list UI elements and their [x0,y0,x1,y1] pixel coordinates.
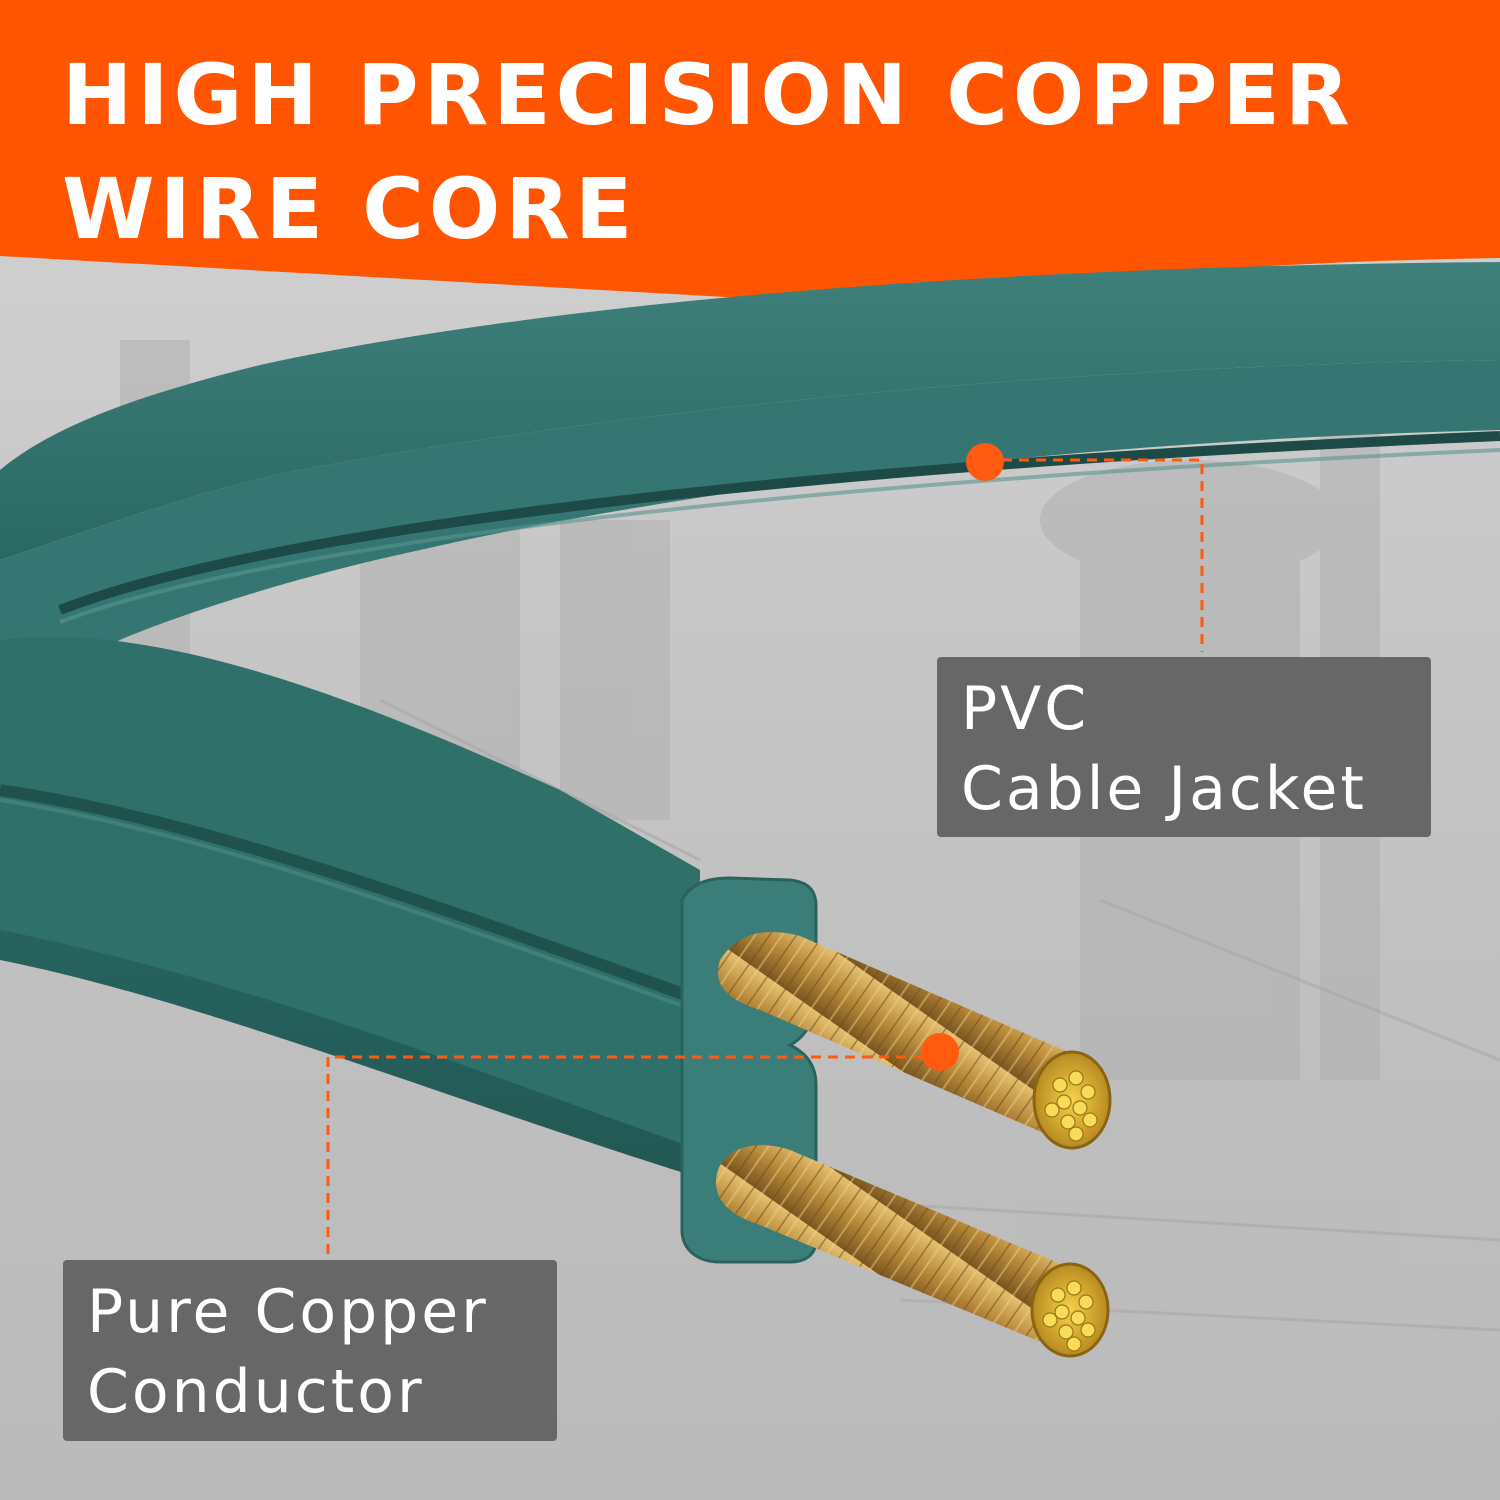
cable-jacket-upper-side [0,360,1500,700]
cable-groove-front-highlight [0,798,701,1014]
callout-conductor-line-2: Conductor [87,1357,425,1427]
cable-groove-front [0,784,703,1006]
jacket-leader-line [985,458,1204,652]
callout-jacket-line-1: PVC [961,674,1090,744]
cable-groove-arc [58,431,1500,615]
jacket-marker-dot [966,443,1004,481]
callout-pvc-cable-jacket: PVC Cable Jacket [937,657,1431,837]
strand-end-dots [1042,1070,1098,1352]
cable-groove-highlight [59,448,1500,624]
callout-conductor-line-1: Pure Copper [87,1277,489,1347]
header-banner [0,0,1500,308]
conductor-leader-line [326,1055,940,1256]
cable-jacket-upper-arc [0,262,1500,560]
conductor-marker-dot [921,1033,959,1071]
page-title-line-2: WIRE CORE [62,160,638,258]
page-title: HIGH PRECISION COPPER WIRE CORE [62,38,1462,266]
callout-pure-copper-conductor: Pure Copper Conductor [63,1260,557,1441]
cable-jacket-front [0,636,700,1150]
callout-jacket-line-2: Cable Jacket [961,754,1367,824]
page-title-line-1: HIGH PRECISION COPPER [62,46,1355,144]
